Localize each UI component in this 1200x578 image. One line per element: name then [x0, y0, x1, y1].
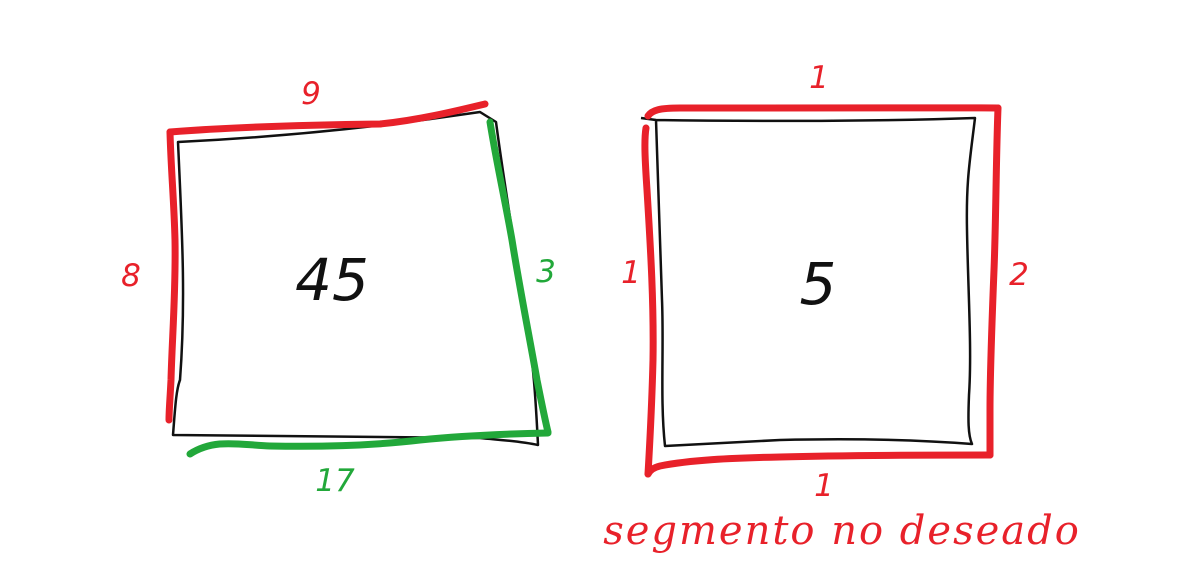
- left-label-top: 9: [301, 76, 321, 112]
- left-red-left-edge: [165, 128, 179, 424]
- left-shape: 45 9 8 3 17: [121, 76, 556, 499]
- right-label-left: 1: [621, 255, 641, 291]
- left-area-text: 45: [295, 246, 369, 314]
- right-label-bottom: 1: [814, 468, 834, 504]
- right-shape: 5 1 1 2 1: [621, 60, 1029, 504]
- left-shape-outline: [171, 110, 540, 447]
- caption-text: segmento no deseado: [603, 508, 1081, 554]
- left-red-top-edge: [166, 100, 489, 136]
- right-red-left-edge: [641, 124, 657, 478]
- right-label-top: 1: [809, 60, 829, 96]
- left-label-left: 8: [121, 258, 141, 294]
- left-label-right: 3: [536, 254, 556, 290]
- right-label-right: 2: [1009, 257, 1029, 293]
- right-red-top-edge: [644, 104, 1002, 120]
- right-red-bottom-edge: [644, 451, 994, 478]
- left-label-bottom: 17: [315, 463, 355, 499]
- left-green-bottom-edge: [186, 429, 552, 458]
- right-shape-outline: [640, 116, 977, 448]
- right-red-right-edge: [986, 104, 1002, 459]
- right-area-text: 5: [800, 250, 837, 318]
- left-green-right-edge: [486, 118, 552, 436]
